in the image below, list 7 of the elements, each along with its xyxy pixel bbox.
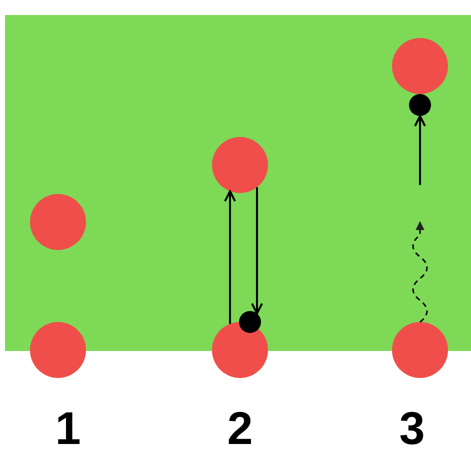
- arrow: [224, 190, 236, 324]
- dashed-arrow: [412, 221, 428, 323]
- step-number: 3: [399, 403, 425, 452]
- arrow: [251, 187, 263, 315]
- step-number: 2: [227, 403, 253, 452]
- step-number: 1: [55, 403, 81, 452]
- arrow: [414, 115, 426, 185]
